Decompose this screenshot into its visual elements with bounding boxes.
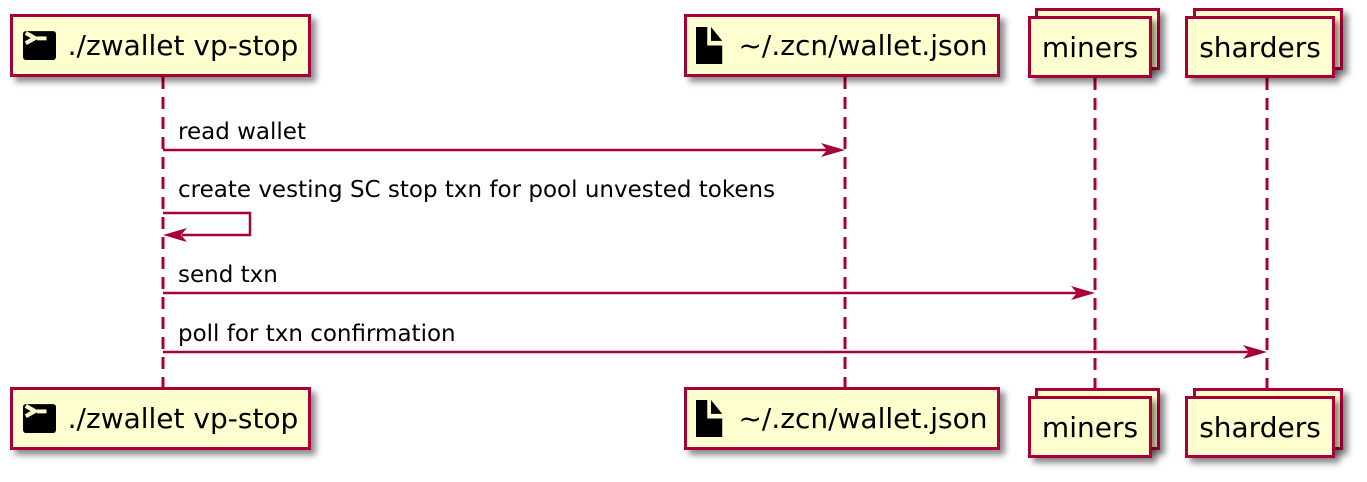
participant-sharders-bottom: sharders — [1185, 388, 1343, 458]
participant-zwallet-bottom: ./zwallet vp-stop — [10, 387, 311, 450]
collection-front-box: sharders — [1185, 396, 1335, 458]
arrow-read-wallet — [163, 143, 845, 157]
participant-label: sharders — [1199, 410, 1321, 444]
participant-label: miners — [1041, 410, 1139, 444]
arrow-self-create-txn — [163, 211, 252, 242]
terminal-icon — [22, 29, 56, 62]
message-label-create-txn: create vesting SC stop txn for pool unve… — [178, 177, 776, 203]
file-icon — [696, 27, 726, 64]
participant-label: ~/.zcn/wallet.json — [738, 402, 988, 435]
arrow-send-txn — [163, 286, 1095, 300]
terminal-icon — [22, 402, 56, 435]
collection-front-box: sharders — [1185, 16, 1335, 78]
participant-label: ~/.zcn/wallet.json — [738, 29, 988, 62]
participant-wallet-json-bottom: ~/.zcn/wallet.json — [684, 387, 1000, 450]
message-label-send-txn: send txn — [178, 262, 278, 288]
participant-zwallet-top: ./zwallet vp-stop — [10, 14, 311, 77]
participant-label: sharders — [1199, 30, 1321, 64]
participant-miners-top: miners — [1028, 8, 1160, 78]
file-icon — [696, 400, 726, 437]
participant-label: ./zwallet vp-stop — [67, 29, 299, 62]
participant-label: miners — [1041, 30, 1139, 64]
participant-sharders-top: sharders — [1185, 8, 1343, 78]
message-label-poll-confirmation: poll for txn confirmation — [178, 321, 456, 347]
arrow-poll-confirmation — [163, 345, 1267, 359]
message-label-read-wallet: read wallet — [178, 119, 306, 145]
participant-miners-bottom: miners — [1028, 388, 1160, 458]
collection-front-box: miners — [1028, 16, 1152, 78]
participant-label: ./zwallet vp-stop — [67, 402, 299, 435]
collection-front-box: miners — [1028, 396, 1152, 458]
participant-wallet-json-top: ~/.zcn/wallet.json — [684, 14, 1000, 77]
